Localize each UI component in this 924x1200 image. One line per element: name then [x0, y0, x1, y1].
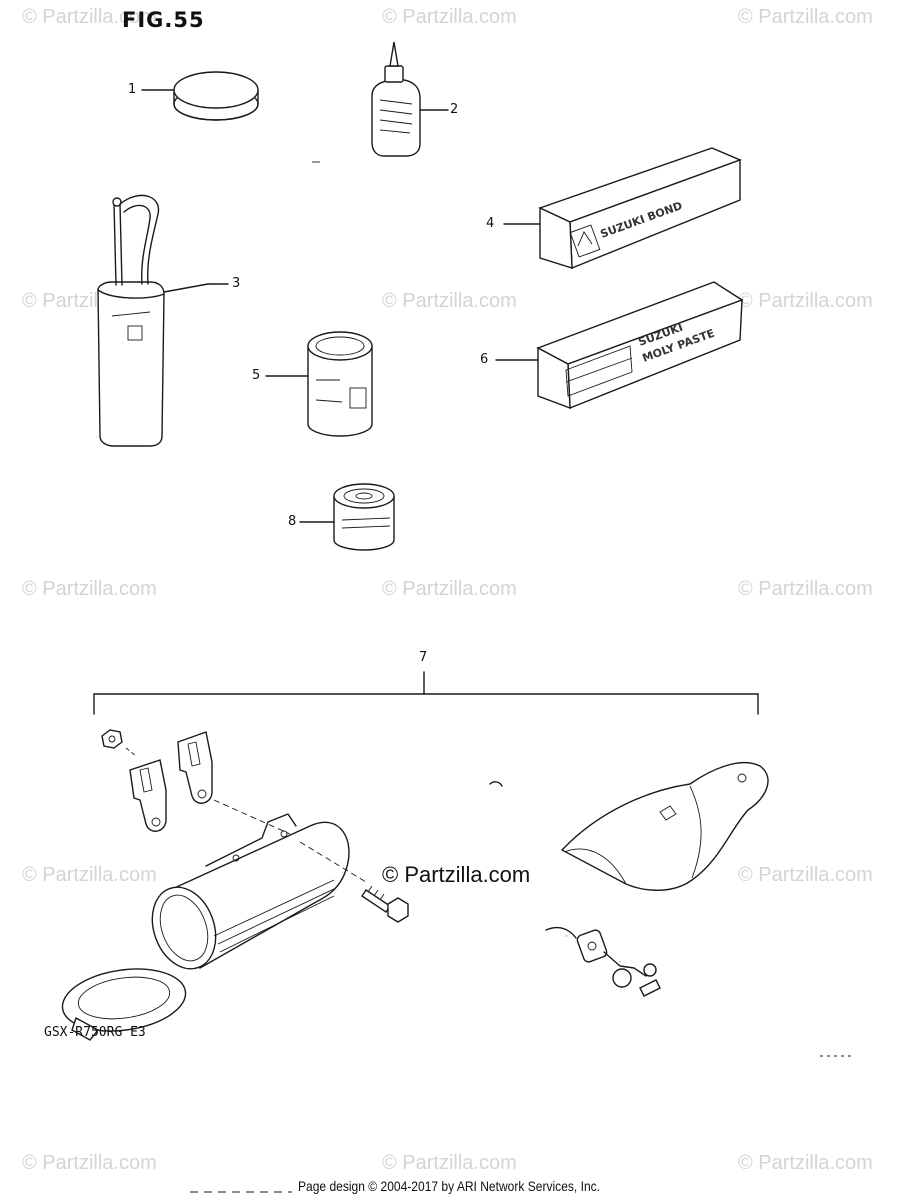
callout-3: 3 — [232, 276, 241, 291]
watermark: © Partzilla.com — [382, 578, 517, 600]
model-code: GSX-R750RG E3 — [44, 1025, 146, 1040]
mount-bracket-icon — [129, 731, 291, 835]
pouch-icon — [560, 761, 769, 891]
watermark: © Partzilla.com — [738, 6, 873, 28]
watermark: © Partzilla.com — [738, 290, 873, 312]
callout-1: 1 — [128, 82, 137, 97]
small-can-icon — [299, 483, 395, 551]
callout-4: 4 — [486, 216, 495, 231]
watermark: © Partzilla.com — [738, 864, 873, 886]
watermark: © Partzilla.com — [22, 578, 157, 600]
screw-icon — [489, 781, 503, 787]
center-watermark: © Partzilla.com — [382, 862, 531, 887]
watermark: © Partzilla.com — [738, 578, 873, 600]
oil-can-icon — [97, 194, 229, 447]
watermark: © Partzilla.com — [382, 290, 517, 312]
callout-6: 6 — [480, 352, 489, 367]
watermark: © Partzilla.com — [22, 1152, 157, 1174]
paint-can-icon — [265, 331, 373, 437]
nut-icon — [101, 729, 137, 757]
grease-tin-icon — [141, 71, 259, 121]
cable-lock-icon — [428, 926, 661, 1098]
watermark: © Partzilla.com — [22, 6, 157, 28]
callout-5: 5 — [252, 368, 261, 383]
lock-case-icon — [151, 813, 367, 970]
moly-paste-box-icon: SUZUKI MOLY PASTE — [495, 281, 744, 410]
watermark: © Partzilla.com — [738, 1152, 873, 1174]
callout-7: 7 — [419, 650, 428, 665]
figure-title: FIG.55 — [122, 8, 205, 32]
callout-8: 8 — [288, 514, 297, 529]
watermark: © Partzilla.com — [382, 1152, 517, 1174]
case-cap-icon — [61, 968, 187, 1041]
oil-bottle-icon — [371, 41, 449, 157]
footer-credit: Page design © 2004-2017 by ARI Network S… — [298, 1178, 601, 1194]
watermark: © Partzilla.com — [22, 864, 157, 886]
lock-kit-bracket — [93, 671, 759, 715]
suzuki-bond-box-icon: SUZUKI BOND — [503, 147, 742, 270]
bolt-icon — [361, 885, 409, 923]
watermark: © Partzilla.com — [382, 6, 517, 28]
callout-2: 2 — [450, 102, 459, 117]
